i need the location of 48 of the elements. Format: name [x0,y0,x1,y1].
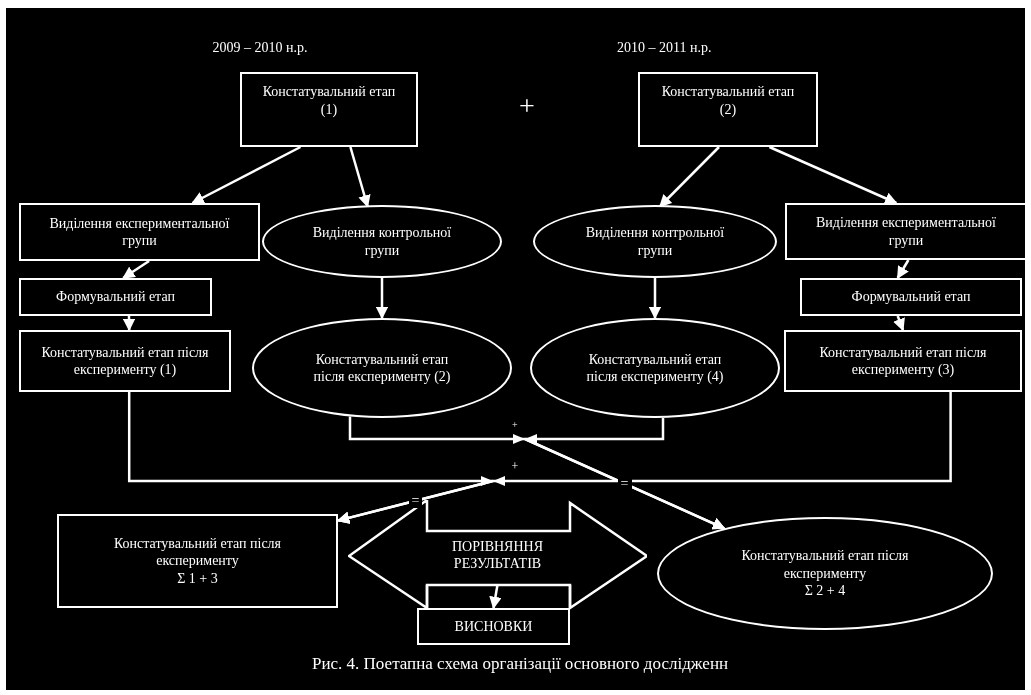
arrow [523,418,726,530]
node-text: Виділення експериментальної групи [48,214,231,250]
node-text: Σ 2 + 4 [804,582,846,600]
caption: Рис. 4. Поетапна схема організації основного дослідженн [312,654,729,674]
arrow [122,259,150,280]
process-box [784,330,1022,392]
arrow [191,145,302,205]
arrow [648,278,662,320]
arrow [336,392,952,524]
process-box [417,608,570,645]
node-text: Формувальний етап [56,288,175,306]
node-text: Констатувальний етап після експерименту [112,534,283,570]
node-text: Констатувальний етап після експерименту [740,547,910,583]
process-box [638,72,818,147]
node-text: Констатувальний етап після експерименту (3) [818,343,988,379]
plus-sign: + [519,90,535,122]
node-text: Формувальний етап [851,288,971,306]
node-text: ПОРІВНЯННЯ РЕЗУЛЬТАТІВ [451,537,544,573]
plus-label: + [511,458,519,474]
arrow [893,315,905,332]
year-label: 2009 – 2010 н.р. [212,40,308,56]
node-text: Виділення контрольної групи [584,224,726,259]
node-text: ВИСНОВКИ [454,617,533,636]
process-box [19,203,260,261]
process-box [57,514,338,608]
process-box [19,278,212,316]
process-box [785,203,1027,260]
arrow [768,145,898,205]
process-box [800,278,1022,316]
arrow [896,259,910,280]
year-label: 2010 – 2011 н.р. [617,40,712,56]
node-text: Виділення контрольної групи [311,224,453,259]
arrow [375,278,389,320]
node-text: Виділення експериментальної групи [815,214,997,249]
arrow [349,146,371,208]
node-text: Констатувальний етап після експерименту (1) [40,343,210,379]
process-box [19,330,231,392]
node-text: Констатувальний етап після експерименту (4) [585,350,725,386]
arrow [122,316,136,332]
arrow [489,584,502,610]
process-box [240,72,418,147]
node-text: Σ 1 + 3 [177,569,218,588]
plus-label: + [512,418,518,430]
arrow [659,146,720,208]
node-text: Констатувальний етап (1) [261,83,397,118]
node-text: Констатувальний етап після експерименту (2) [312,350,452,386]
node-text: Констатувальний етап (2) [660,83,796,118]
double-pointed-banner [348,500,647,610]
